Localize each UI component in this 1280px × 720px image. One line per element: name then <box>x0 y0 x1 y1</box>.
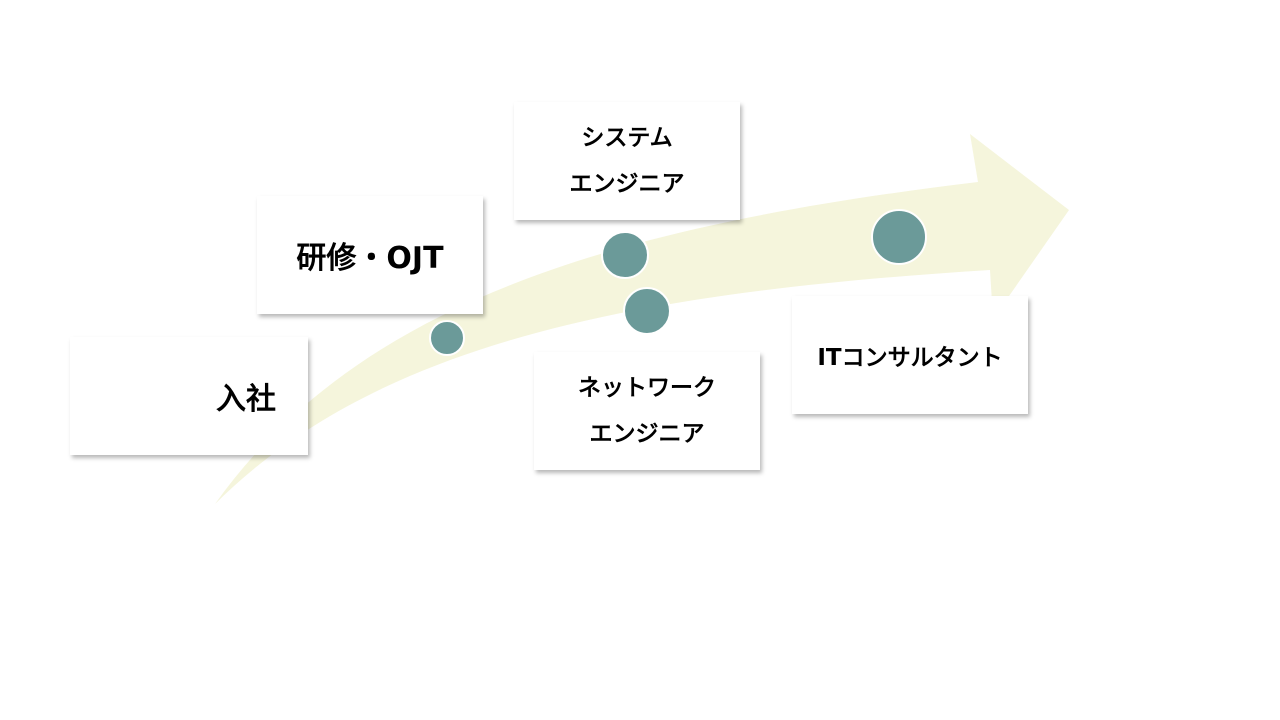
stage-label-training: 研修・OJT <box>296 241 444 276</box>
curved-arrow-shape <box>215 134 1069 504</box>
stage-box-system-engineer: システム エンジニア <box>514 102 740 220</box>
marker-network-engineer <box>623 287 671 335</box>
marker-it-consultant <box>871 209 927 265</box>
stage-label-system-engineer-line2: エンジニア <box>569 171 685 197</box>
stage-box-join: 入社 <box>70 337 308 455</box>
stage-label-join: 入社 <box>216 382 276 417</box>
stage-box-it-consultant: ITコンサルタント <box>792 296 1028 414</box>
stage-box-training: 研修・OJT <box>257 196 483 314</box>
stage-label-it-consultant: ITコンサルタント <box>817 345 1003 371</box>
marker-system-engineer <box>601 231 649 279</box>
marker-training <box>429 320 465 356</box>
stage-label-network-engineer-line1: ネットワーク <box>578 375 716 401</box>
stage-label-network-engineer-line2: エンジニア <box>589 421 705 447</box>
stage-label-system-engineer-line1: システム <box>581 125 673 151</box>
stage-box-network-engineer: ネットワーク エンジニア <box>534 352 760 470</box>
